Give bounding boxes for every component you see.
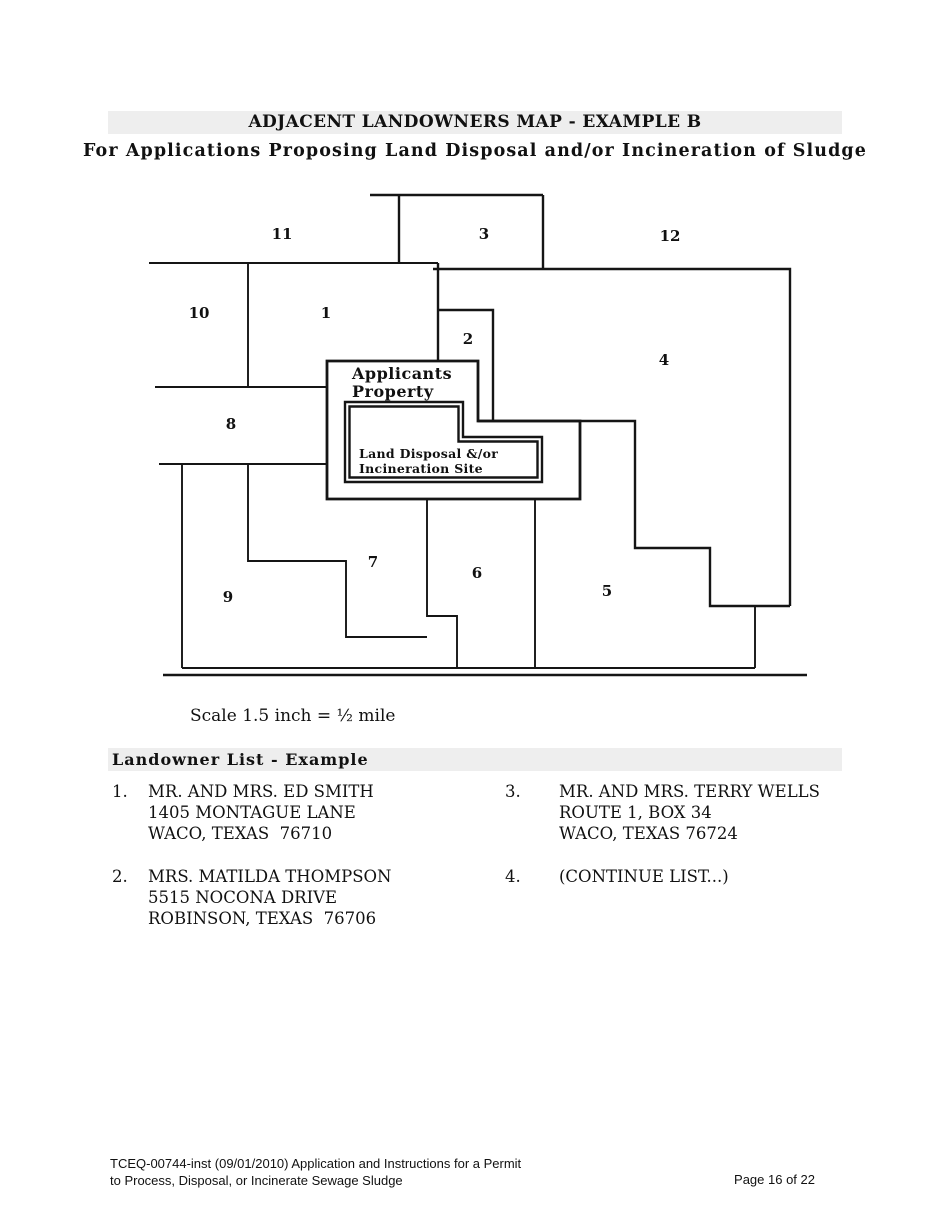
landowner-item-address: MR. AND MRS. TERRY WELLS ROUTE 1, BOX 34 W… — [559, 781, 820, 844]
landowner-address-line: WACO, TEXAS 76724 — [559, 824, 738, 843]
parcel-label: 9 — [223, 588, 233, 606]
parcel-label: 10 — [189, 304, 210, 322]
title-bar: ADJACENT LANDOWNERS MAP - EXAMPLE B — [108, 111, 842, 134]
landowners-map: Applicants Property Land Disposal &/or I… — [149, 193, 807, 677]
map-line — [433, 267, 792, 606]
landowner-item-number: 3. — [505, 782, 521, 801]
landowner-item-address: MRS. MATILDA THOMPSON 5515 NOCONA DRIVE RO… — [148, 866, 392, 929]
page-subtitle: For Applications Proposing Land Disposal… — [82, 141, 868, 161]
footer-page-number: Page 16 of 22 — [734, 1172, 815, 1187]
landowner-address-line: ROUTE 1, BOX 34 — [559, 803, 712, 822]
footer-document-id: TCEQ-00744-inst (09/01/2010) Application… — [110, 1156, 521, 1189]
parcel-label: 1 — [321, 304, 331, 322]
parcel-label: 12 — [660, 227, 681, 245]
parcel-label: 5 — [602, 582, 612, 600]
landowner-address-line: 1405 MONTAGUE LANE — [148, 803, 356, 822]
landowner-address-line: WACO, TEXAS 76710 — [148, 824, 333, 843]
site-label: Land Disposal &/or — [359, 446, 498, 461]
parcel-label: 3 — [479, 225, 489, 243]
landowner-address-line: (CONTINUE LIST...) — [559, 867, 729, 886]
map-line — [426, 499, 458, 668]
landowner-item-address: (CONTINUE LIST...) — [559, 866, 729, 887]
applicants-property-label: Applicants — [351, 364, 452, 383]
parcel-label: 11 — [272, 225, 293, 243]
landowner-address-line: MR. AND MRS. ED SMITH — [148, 782, 374, 801]
site-label: Incineration Site — [359, 461, 483, 476]
landowner-item-address: MR. AND MRS. ED SMITH 1405 MONTAGUE LANE W… — [148, 781, 374, 844]
landowner-list-item: 3. MR. AND MRS. TERRY WELLS ROUTE 1, BOX 3… — [505, 781, 865, 844]
site-outline-outer — [343, 400, 544, 484]
landowner-address-line: MRS. MATILDA THOMPSON — [148, 867, 392, 886]
footer-line: to Process, Disposal, or Incinerate Sewa… — [110, 1172, 403, 1188]
scale-note: Scale 1.5 inch = ½ mile — [190, 706, 396, 726]
landowner-item-number: 4. — [505, 867, 521, 886]
parcel-label: 7 — [368, 553, 378, 571]
landowner-list-column-1: 1. MR. AND MRS. ED SMITH 1405 MONTAGUE LAN… — [112, 781, 482, 951]
landowner-list-heading-bar: Landowner List - Example — [108, 748, 842, 771]
landowner-item-number: 2. — [112, 867, 128, 886]
landowner-list-item: 4. (CONTINUE LIST...) — [505, 866, 865, 887]
map-line — [478, 419, 790, 608]
footer-line: TCEQ-00744-inst (09/01/2010) Application… — [110, 1156, 522, 1171]
landowner-list-item: 1. MR. AND MRS. ED SMITH 1405 MONTAGUE LAN… — [112, 781, 482, 844]
landowner-list-column-2: 3. MR. AND MRS. TERRY WELLS ROUTE 1, BOX 3… — [505, 781, 865, 909]
map-line — [438, 308, 495, 421]
page-title: ADJACENT LANDOWNERS MAP - EXAMPLE B — [248, 112, 702, 132]
parcel-label: 8 — [226, 415, 236, 433]
landowner-list-item: 2. MRS. MATILDA THOMPSON 5515 NOCONA DRIVE… — [112, 866, 482, 929]
parcel-label: 6 — [472, 564, 482, 582]
parcel-label: 4 — [659, 351, 669, 369]
landowner-list-heading: Landowner List - Example — [112, 750, 369, 769]
landowner-item-number: 1. — [112, 782, 128, 801]
map-line — [247, 464, 427, 638]
site-outline-inner — [348, 405, 539, 479]
landowner-address-line: ROBINSON, TEXAS 76706 — [148, 909, 377, 928]
landowner-address-line: MR. AND MRS. TERRY WELLS — [559, 782, 820, 801]
parcel-label: 2 — [463, 330, 473, 348]
landowner-address-line: 5515 NOCONA DRIVE — [148, 888, 338, 907]
applicants-property-label: Property — [352, 382, 434, 401]
